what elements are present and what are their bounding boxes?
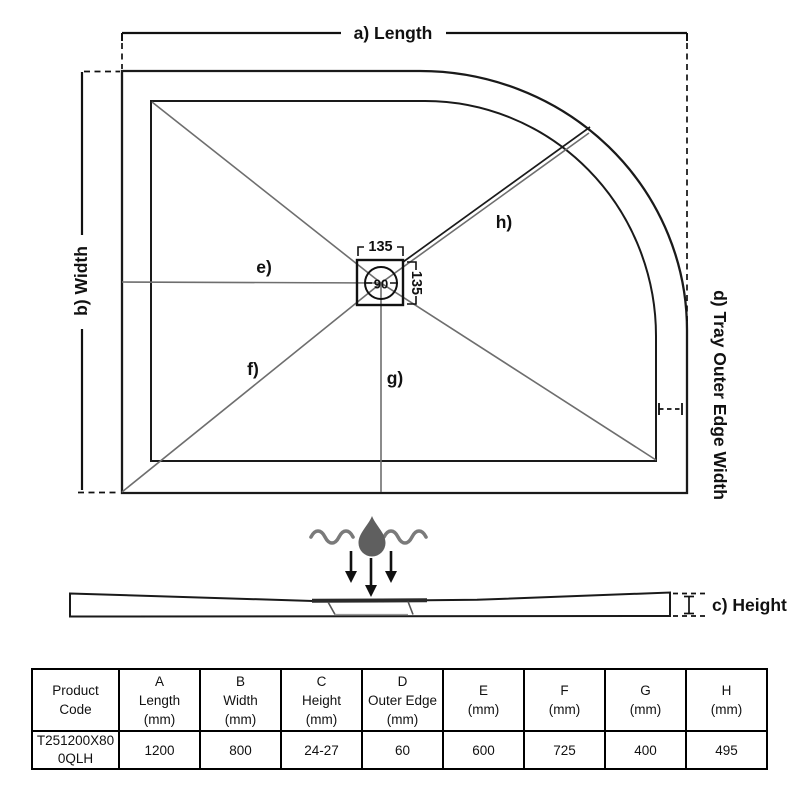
- line-to-bottom-right: [380, 282, 657, 461]
- drain-width-label: 135: [368, 239, 392, 255]
- cell-b: 800: [199, 730, 282, 770]
- header-col-g: G (mm): [604, 668, 687, 732]
- line-to-top-left: [151, 101, 382, 284]
- wave-right-icon: [382, 529, 428, 545]
- drain-width-bracket: [357, 246, 404, 256]
- tray-outer-edge: [120, 69, 689, 495]
- profile-view: c) Height: [69, 591, 787, 618]
- profile-waste-flange: [311, 598, 428, 603]
- header-col-a: A Length (mm): [118, 668, 201, 732]
- dim-c-height: c) Height: [673, 592, 787, 617]
- drain-diameter-label: 90: [374, 277, 388, 292]
- profile-recess-right: [407, 601, 414, 615]
- drain-height-bracket: [407, 261, 417, 305]
- cell-f: 725: [523, 730, 606, 770]
- header-col-d: D Outer Edge (mm): [361, 668, 444, 732]
- h-dimension-line: [402, 126, 591, 263]
- cell-g: 400: [604, 730, 687, 770]
- table-data-row: T251200X800QLH 1200 800 24-27 60 600 725…: [31, 730, 768, 770]
- plan-view: e) f) g) h) 90 135 135: [71, 23, 730, 500]
- profile-recess-left: [327, 601, 336, 615]
- measure-lines: [121, 101, 657, 493]
- header-col-e: E (mm): [442, 668, 525, 732]
- header-col-h: H (mm): [685, 668, 768, 732]
- drain: 90 135 135: [355, 239, 424, 307]
- label-c-height: c) Height: [712, 595, 787, 615]
- cell-e: 600: [442, 730, 525, 770]
- header-col-c: C Height (mm): [280, 668, 363, 732]
- drain-square: [355, 258, 405, 307]
- cell-product-code: T251200X800QLH: [31, 730, 120, 770]
- label-b-width: b) Width: [71, 246, 91, 316]
- label-h: h): [496, 212, 513, 232]
- label-d-outer-edge: d) Tray Outer Edge Width: [710, 290, 730, 500]
- line-h: [380, 132, 590, 284]
- line-e: [121, 281, 382, 284]
- dim-b-width: b) Width: [71, 70, 120, 494]
- water-flow-icon: [309, 516, 428, 597]
- cell-d: 60: [361, 730, 444, 770]
- tray-inner-edge: [150, 100, 657, 462]
- header-product-code: Product Code: [31, 668, 120, 732]
- dim-a-length: a) Length: [121, 23, 688, 321]
- tray-diagram: e) f) g) h) 90 135 135: [69, 23, 787, 618]
- line-f: [121, 282, 382, 493]
- label-f: f): [247, 359, 259, 379]
- label-e: e): [256, 257, 272, 277]
- cell-a: 1200: [118, 730, 201, 770]
- profile-outline: [69, 591, 671, 618]
- water-drop-icon: [358, 516, 386, 557]
- cell-h: 495: [685, 730, 768, 770]
- dim-d-outer-edge: d) Tray Outer Edge Width: [658, 290, 730, 500]
- spec-table: Product Code A Length (mm) B Width (mm) …: [31, 668, 768, 770]
- down-arrows-icon: [345, 551, 397, 597]
- cell-c: 24-27: [280, 730, 363, 770]
- table-header-row: Product Code A Length (mm) B Width (mm) …: [31, 668, 768, 732]
- drain-height-label: 135: [408, 271, 424, 295]
- header-col-b: B Width (mm): [199, 668, 282, 732]
- label-a-length: a) Length: [354, 23, 433, 43]
- label-g: g): [387, 368, 404, 388]
- wave-left-icon: [309, 529, 355, 545]
- header-col-f: F (mm): [523, 668, 606, 732]
